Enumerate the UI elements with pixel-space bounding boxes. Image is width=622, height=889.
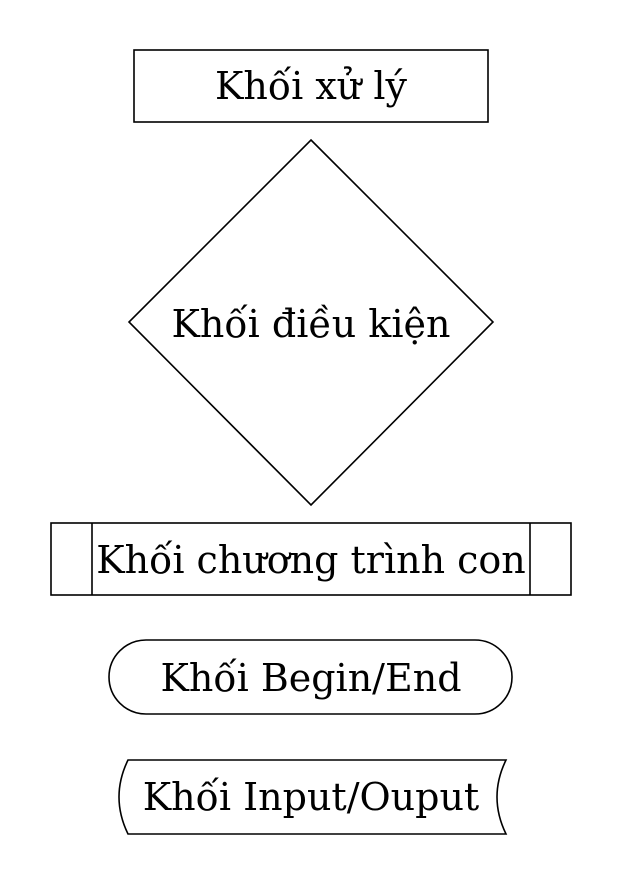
process-block-label: Khối xử lý [215,64,407,108]
decision-block-diamond [127,138,495,507]
process-block: Khối xử lý [133,49,489,123]
subroutine-block: Khối chương trình con [50,522,572,596]
terminal-block-stadium [108,639,513,715]
decision-block-label: Khối điều kiện [172,302,451,346]
terminal-block-label: Khối Begin/End [160,656,461,700]
terminal-block: Khối Begin/End [108,639,513,715]
io-block-shape [118,759,508,835]
subroutine-block-label: Khối chương trình con [96,538,526,582]
decision-block: Khối điều kiện [127,138,495,507]
process-block-rect [133,49,489,123]
subroutine-block-rect [50,522,572,596]
io-block-label: Khối Input/Ouput [143,775,479,819]
io-block: Khối Input/Ouput [118,759,508,835]
